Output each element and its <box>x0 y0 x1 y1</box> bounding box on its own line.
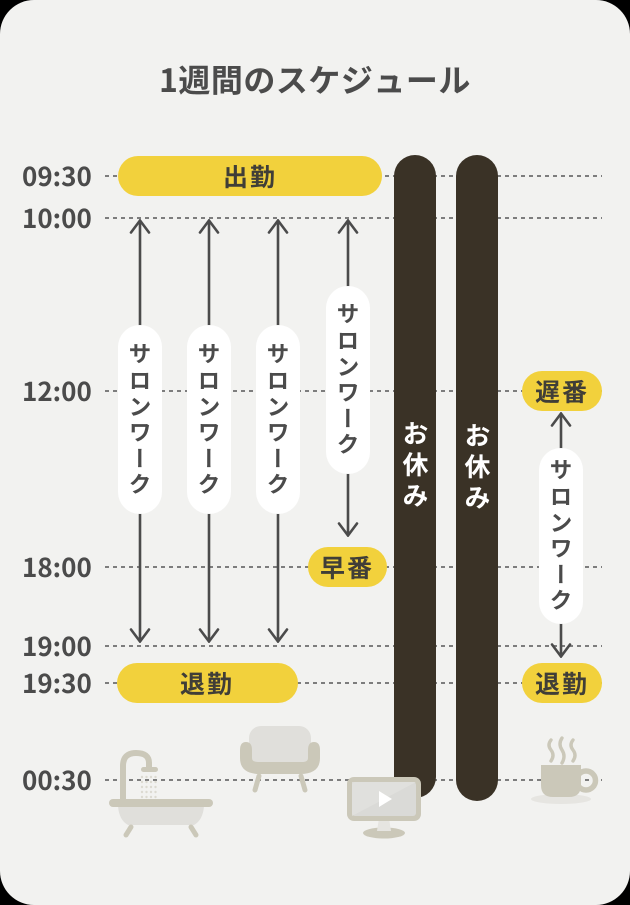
time-gridline <box>105 681 602 684</box>
time-label: 19:30 <box>22 663 92 701</box>
salon-work-pill-day4: サロンワーク <box>325 286 370 474</box>
clock-in-pill: 出勤 <box>118 156 382 196</box>
salon-work-label: サロンワーク <box>192 341 226 498</box>
salon-work-label: サロンワーク <box>330 302 365 458</box>
day-off-pill-day5: お休み <box>394 155 436 798</box>
salon-work-pill-day2: サロンワーク <box>187 325 231 514</box>
event-label: 退勤 <box>180 664 235 701</box>
time-label: 19:00 <box>22 626 92 664</box>
day-off-pill-day6: お休み <box>456 155 498 801</box>
time-gridline <box>105 216 602 219</box>
time-label: 12:00 <box>22 372 92 409</box>
page-title: 1週間のスケジュール <box>159 56 471 102</box>
event-label: 早番 <box>320 549 375 585</box>
salon-work-pill-day3: サロンワーク <box>256 325 300 514</box>
time-label: 10:00 <box>22 198 92 236</box>
time-label: 09:30 <box>22 157 92 194</box>
salon-work-label: サロンワーク <box>123 341 157 498</box>
event-label: 出勤 <box>222 158 277 194</box>
early-shift-pill: 早番 <box>308 547 387 587</box>
bathtub-icon <box>109 749 213 838</box>
time-gridline <box>105 644 602 647</box>
day-off-label: お休み <box>458 421 496 515</box>
time-label: 18:00 <box>22 548 92 585</box>
clock-out-pill-left: 退勤 <box>117 662 298 703</box>
salon-work-pill-day1: サロンワーク <box>118 325 162 514</box>
time-label: 00:30 <box>22 761 92 798</box>
late-shift-pill: 遅番 <box>522 371 602 411</box>
armchair-icon <box>240 726 320 793</box>
clock-out-pill-right: 退勤 <box>522 662 602 703</box>
salon-work-label: サロンワーク <box>544 458 578 614</box>
tv-icon <box>347 777 421 839</box>
day-off-label: お休み <box>396 420 434 513</box>
salon-work-pill-day7: サロンワーク <box>539 448 583 624</box>
salon-work-label: サロンワーク <box>261 341 295 498</box>
event-label: 退勤 <box>534 664 589 701</box>
coffee-icon <box>531 736 599 804</box>
event-label: 遅番 <box>534 373 589 409</box>
